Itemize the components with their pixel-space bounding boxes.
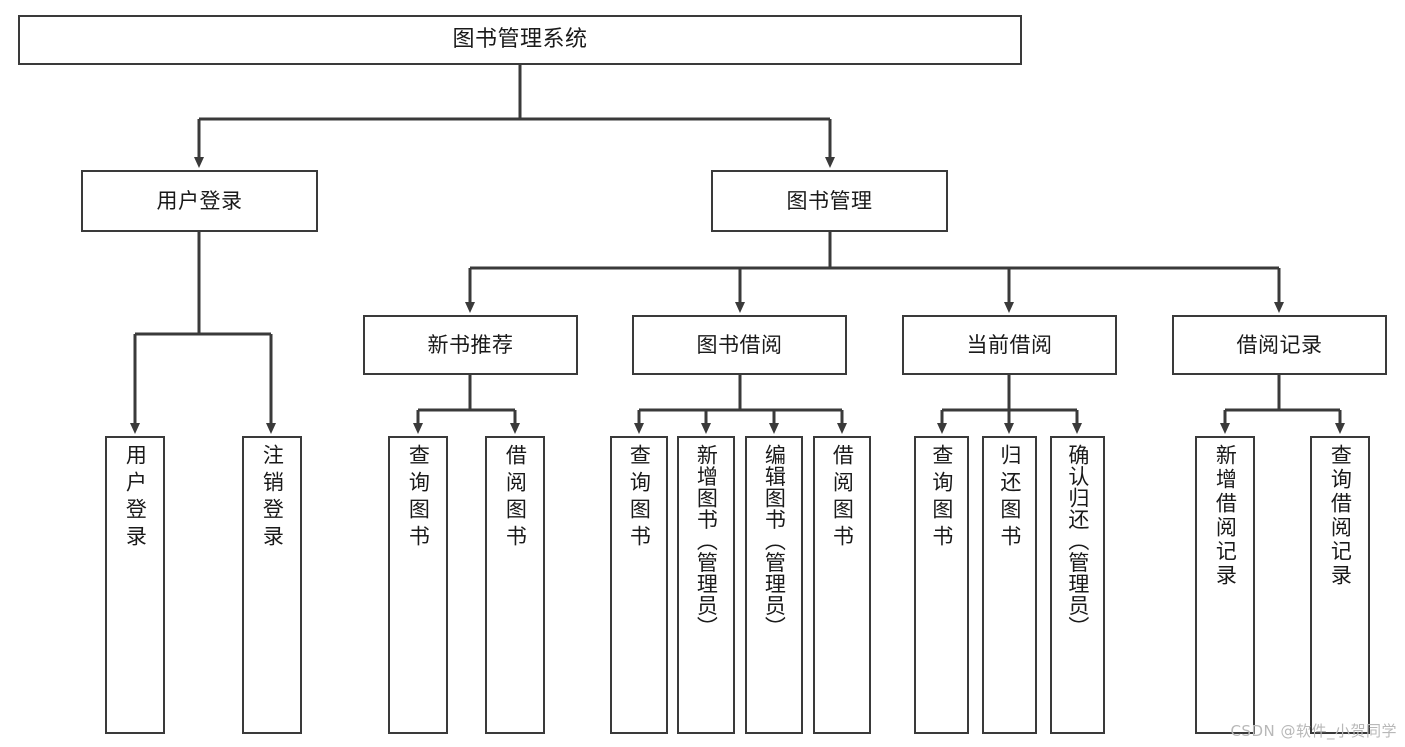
node-book-management[interactable]: 图书管理 [711, 170, 948, 232]
leaf-book-borrow-add-book-admin[interactable]: 新增图书（管理员） [677, 436, 735, 734]
node-book-borrow[interactable]: 图书借阅 [632, 315, 847, 375]
node-label: 借阅图书 [503, 444, 528, 552]
node-label: 新增图书（管理员） [694, 444, 719, 638]
node-label: 图书管理系统 [452, 27, 588, 53]
node-label: 确认归还（管理员） [1065, 444, 1090, 638]
node-label: 新增借阅记录 [1213, 444, 1238, 588]
leaf-book-borrow-borrow-book[interactable]: 借阅图书 [813, 436, 871, 734]
node-label: 注销登录 [260, 444, 285, 552]
leaf-current-borrow-query-book[interactable]: 查询图书 [914, 436, 969, 734]
node-label: 图书借阅 [696, 332, 783, 357]
node-label: 归还图书 [997, 444, 1022, 552]
leaf-new-book-borrow-book[interactable]: 借阅图书 [485, 436, 545, 734]
leaf-current-borrow-return-book[interactable]: 归还图书 [982, 436, 1037, 734]
node-label: 借阅图书 [830, 444, 855, 552]
leaf-book-borrow-edit-book-admin[interactable]: 编辑图书（管理员） [745, 436, 803, 734]
node-label: 借阅记录 [1236, 332, 1323, 357]
node-label: 当前借阅 [966, 332, 1053, 357]
node-user-login[interactable]: 用户登录 [81, 170, 318, 232]
node-borrow-record[interactable]: 借阅记录 [1172, 315, 1387, 375]
node-label: 新书推荐 [427, 332, 514, 357]
leaf-user-login-logout[interactable]: 注销登录 [242, 436, 302, 734]
leaf-user-login-login[interactable]: 用户登录 [105, 436, 165, 734]
node-new-book-recommend[interactable]: 新书推荐 [363, 315, 578, 375]
leaf-new-book-query-book[interactable]: 查询图书 [388, 436, 448, 734]
node-current-borrow[interactable]: 当前借阅 [902, 315, 1117, 375]
leaf-borrow-record-add-record[interactable]: 新增借阅记录 [1195, 436, 1255, 734]
node-label: 查询图书 [627, 444, 652, 552]
node-label: 图书管理 [786, 188, 873, 213]
node-root-book-management-system[interactable]: 图书管理系统 [18, 15, 1022, 65]
node-label: 查询图书 [406, 444, 431, 552]
node-label: 编辑图书（管理员） [762, 444, 787, 638]
leaf-borrow-record-query-record[interactable]: 查询借阅记录 [1310, 436, 1370, 734]
node-label: 用户登录 [123, 444, 148, 552]
node-label: 查询图书 [929, 444, 954, 552]
leaf-book-borrow-query-book[interactable]: 查询图书 [610, 436, 668, 734]
leaf-current-borrow-confirm-return-admin[interactable]: 确认归还（管理员） [1050, 436, 1105, 734]
node-label: 查询借阅记录 [1328, 444, 1353, 588]
watermark-text: CSDN @软件_小贺同学 [1230, 722, 1397, 740]
node-label: 用户登录 [156, 188, 243, 213]
